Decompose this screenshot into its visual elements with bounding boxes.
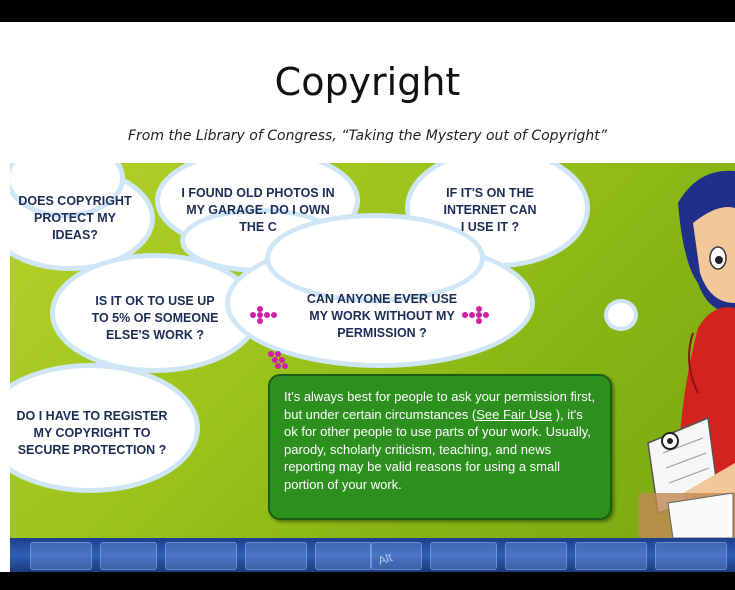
question-five-percent: IS IT OK TO USE UP TO 5% OF SOMEONE ELSE… <box>91 294 219 342</box>
keyboard-banner: Alt <box>10 538 735 572</box>
question-old-photos: I FOUND OLD PHOTOS IN MY GARAGE. DO I OW… <box>181 186 335 234</box>
top-letterbox-bar <box>0 0 735 22</box>
question-permission: CAN ANYONE EVER USE MY WORK WITHOUT MY P… <box>306 292 458 340</box>
see-fair-use-link[interactable]: See Fair Use <box>476 406 553 422</box>
question-ideas: DOES COPYRIGHT PROTECT MY IDEAS? <box>18 194 132 242</box>
dots-right-icon <box>462 306 489 324</box>
answer-text-before: It's always best for people to ask your … <box>284 389 595 422</box>
cartoon-girl-illustration <box>638 170 735 538</box>
bottom-letterbox-bar <box>0 572 735 590</box>
copyright-illustration: DOES COPYRIGHT PROTECT MY IDEAS? I FOUND… <box>10 163 735 538</box>
slide-title: Copyright <box>274 60 461 104</box>
answer-text-after: ), it's ok for other people to use parts… <box>284 406 591 492</box>
slide-subtitle: From the Library of Congress, “Taking th… <box>128 128 607 144</box>
small-cloud <box>608 303 634 327</box>
dots-down-icon <box>268 351 294 369</box>
dots-left-icon <box>250 306 277 324</box>
question-internet: IF IT'S ON THE INTERNET CAN I USE IT ? <box>443 186 537 234</box>
answer-box: It's always best for people to ask your … <box>268 374 612 520</box>
question-register: DO I HAVE TO REGISTER MY COPYRIGHT TO SE… <box>16 409 168 457</box>
